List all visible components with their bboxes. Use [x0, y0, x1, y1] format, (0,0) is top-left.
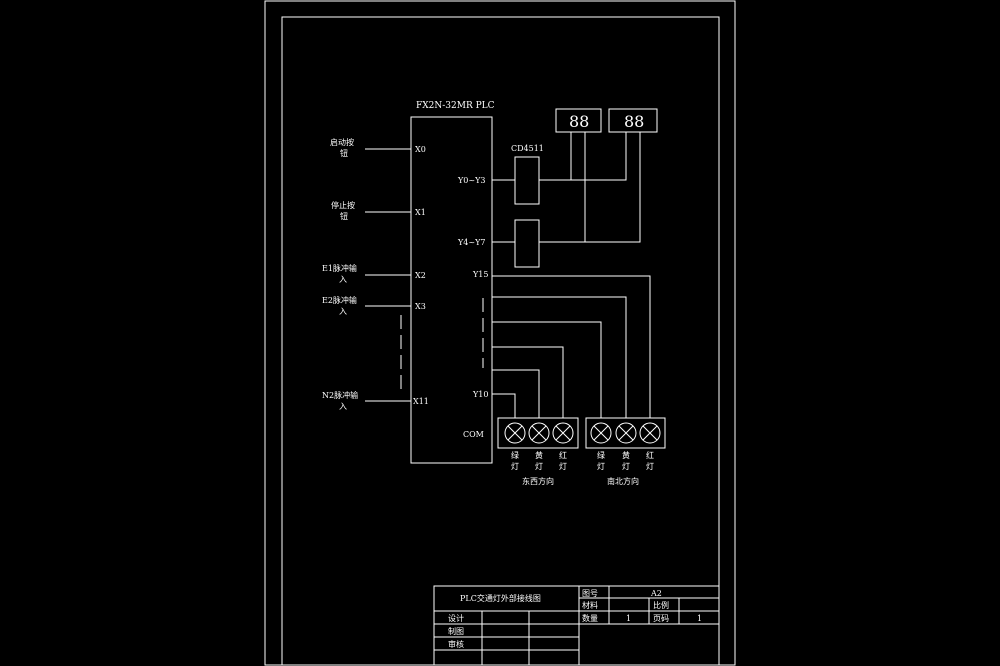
lamp-direction: 南北方向: [607, 476, 639, 486]
display-2: [608, 108, 658, 133]
lamp-group-south-north: 绿 灯 黄 灯 红 灯 南北方向: [585, 417, 666, 486]
input-label: E2脉冲输: [322, 295, 357, 305]
lamp-icon: [639, 422, 661, 444]
output-y0-y3: Y0~Y3: [457, 176, 485, 185]
inner-border: [281, 16, 720, 666]
plc-box: [410, 116, 493, 464]
display-1-value: 88: [569, 112, 589, 131]
input-label: 入: [339, 275, 347, 284]
title-cell: 图号: [582, 589, 598, 598]
display-2-value: 88: [624, 112, 644, 131]
lamp-label: 灯: [535, 461, 543, 471]
lamp-label: 灯: [511, 461, 519, 471]
sign-row-label: 审核: [448, 639, 464, 649]
title-cell: 数量: [582, 613, 598, 623]
outer-border: [264, 0, 736, 666]
lamp-label: 黄: [535, 450, 543, 460]
lamp-direction: 东西方向: [522, 476, 554, 486]
display-1: [555, 108, 602, 133]
title-cell: 页码: [653, 614, 669, 623]
input-label: N2脉冲输: [322, 390, 358, 400]
lamp-icon: [552, 422, 574, 444]
lamp-icon: [504, 422, 526, 444]
input-port: X11: [413, 397, 429, 406]
lamp-label: 灯: [622, 461, 630, 471]
input-n2: N2脉冲输 入 X11: [322, 390, 429, 411]
sign-row-label: 设计: [448, 613, 464, 623]
lamp-icon: [528, 422, 550, 444]
title-cell: 比例: [653, 600, 669, 610]
output-y4-y7: Y4~Y7: [457, 238, 485, 247]
input-start: 启动按 钮 X0: [330, 137, 426, 158]
decoder-label: CD4511: [511, 144, 544, 153]
lamp-group-east-west: 绿 灯 黄 灯 红 灯 东西方向: [497, 417, 579, 486]
output-y15: Y15: [472, 270, 488, 279]
input-label: 停止按: [331, 200, 355, 210]
output-y10: Y10: [472, 390, 488, 399]
lamp-label: 红: [646, 450, 654, 460]
output-com: COM: [463, 430, 484, 439]
lamp-icon: [590, 422, 612, 444]
plc-title: FX2N-32MR PLC: [416, 101, 495, 111]
input-label: 入: [339, 307, 347, 316]
lamp-icon: [615, 422, 637, 444]
input-port: X0: [415, 145, 426, 154]
input-port: X2: [415, 271, 426, 280]
decoder-box-2: [514, 219, 540, 268]
input-e1: E1脉冲输 入 X2: [322, 263, 426, 284]
lamp-label: 灯: [646, 461, 654, 471]
input-port: X1: [415, 208, 426, 217]
lamp-label: 灯: [597, 461, 605, 471]
lamp-label: 红: [559, 450, 567, 460]
lamp-label: 灯: [559, 461, 567, 471]
title-block: PLC交通灯外部接线图 图号 A2 材料 比例 数量 1 页码 1 设计 制图 …: [433, 585, 719, 665]
input-port: X3: [415, 302, 426, 311]
decoder-box-1: [514, 156, 540, 205]
input-label: 钮: [340, 148, 348, 158]
display-wiring: [539, 132, 641, 243]
input-label: 启动按: [330, 137, 354, 147]
sign-row-label: 制图: [448, 626, 464, 636]
input-label: 钮: [340, 211, 348, 221]
input-label: 入: [339, 402, 347, 411]
lamp-label: 绿: [597, 451, 605, 460]
lamp-wiring: [492, 275, 651, 418]
title-cell: 1: [626, 614, 631, 623]
input-e2: E2脉冲输 入 X3: [322, 295, 426, 316]
title-cell: 1: [697, 614, 702, 623]
input-label: E1脉冲输: [322, 263, 357, 273]
title-cell: 材料: [582, 600, 598, 610]
input-stop: 停止按 钮 X1: [331, 200, 426, 221]
lamp-label: 黄: [622, 450, 630, 460]
title-cell: A2: [650, 589, 662, 598]
drawing-title: PLC交通灯外部接线图: [460, 593, 541, 603]
lamp-label: 绿: [511, 451, 519, 460]
